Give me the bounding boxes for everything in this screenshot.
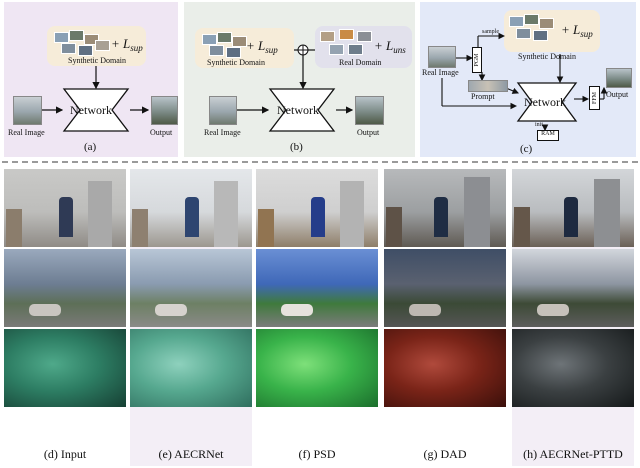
synthetic-domain-label: Synthetic Domain — [68, 56, 126, 65]
loss-formula-sup: + Lsup — [246, 38, 278, 55]
real-image-thumb — [428, 46, 456, 68]
synthetic-domain-label: Synthetic Domain — [207, 58, 265, 67]
panel-c-arrows — [441, 32, 608, 132]
section-divider — [2, 161, 638, 163]
result-image-underwater — [512, 329, 634, 407]
loss-formula-sup: + Lsup — [561, 22, 593, 39]
ram-module: RAM — [537, 130, 559, 141]
result-image-underwater — [130, 329, 252, 407]
panel-a: + Lsup Synthetic Domain Network Real Ima… — [4, 2, 178, 157]
result-image-city — [256, 249, 378, 327]
result-image-fog — [384, 169, 506, 247]
column-label: (h) AECRNet-PTTD — [523, 447, 623, 461]
real-image-thumb — [209, 96, 237, 125]
result-image-city — [4, 249, 126, 327]
synthetic-domain-box — [195, 28, 294, 68]
column-psd: (f) PSD — [256, 169, 378, 466]
column-label: (f) PSD — [298, 447, 336, 461]
real-image-label: Real Image — [422, 68, 459, 77]
caption-c: (c) — [520, 143, 533, 155]
real-domain-box — [315, 26, 412, 68]
result-image-fog — [130, 169, 252, 247]
result-image-fog — [256, 169, 378, 247]
synthetic-domain-box — [47, 26, 146, 66]
output-thumb — [606, 68, 632, 88]
output-label: Output — [606, 90, 629, 99]
ffm-module: FFM — [589, 86, 600, 110]
prompt-label: Prompt — [471, 92, 495, 101]
result-image-underwater — [256, 329, 378, 407]
network-label: Network — [70, 103, 112, 117]
caption-a: (a) — [84, 141, 97, 153]
network-label: Network — [524, 95, 566, 109]
result-image-underwater — [4, 329, 126, 407]
result-image-underwater — [384, 329, 506, 407]
panel-c: + Lsup Synthetic Domain Real Image PGM s… — [420, 2, 636, 157]
output-thumb — [355, 96, 384, 125]
output-label: Output — [150, 128, 173, 137]
result-image-fog — [4, 169, 126, 247]
prompt-thumb — [468, 80, 508, 92]
pgm-module: PGM — [472, 47, 482, 73]
column-label: (g) DAD — [423, 447, 467, 461]
caption-b: (b) — [290, 141, 303, 153]
real-image-label: Real Image — [8, 128, 45, 137]
column-aecrnet-pttd: (h) AECRNet-PTTD — [512, 169, 634, 466]
synthetic-domain-box — [504, 10, 600, 52]
column-input: (d) Input — [4, 169, 126, 466]
column-dad: (g) DAD — [384, 169, 506, 466]
real-image-thumb — [13, 96, 42, 125]
result-image-city — [512, 249, 634, 327]
synthetic-domain-label: Synthetic Domain — [518, 52, 576, 61]
real-image-label: Real Image — [204, 128, 241, 137]
loss-formula-sup: + Lsup — [111, 36, 143, 53]
column-aecrnet: (e) AECRNet — [130, 169, 252, 466]
network-label: Network — [277, 103, 319, 117]
result-image-fog — [512, 169, 634, 247]
column-label: (d) Input — [43, 447, 87, 461]
panel-a-arrows — [42, 66, 150, 132]
result-image-city — [384, 249, 506, 327]
output-label: Output — [357, 128, 380, 137]
column-label: (e) AECRNet — [158, 447, 224, 461]
output-thumb — [151, 96, 178, 125]
panel-b-arrows — [237, 44, 354, 132]
result-image-city — [130, 249, 252, 327]
panel-b: + Lsup Synthetic Domain + Luns Real Doma… — [184, 2, 415, 157]
loss-formula-uns: + Luns — [374, 38, 406, 55]
init-label: init — [535, 122, 544, 128]
sample-label: sample — [482, 29, 499, 35]
real-domain-label: Real Domain — [339, 58, 382, 67]
